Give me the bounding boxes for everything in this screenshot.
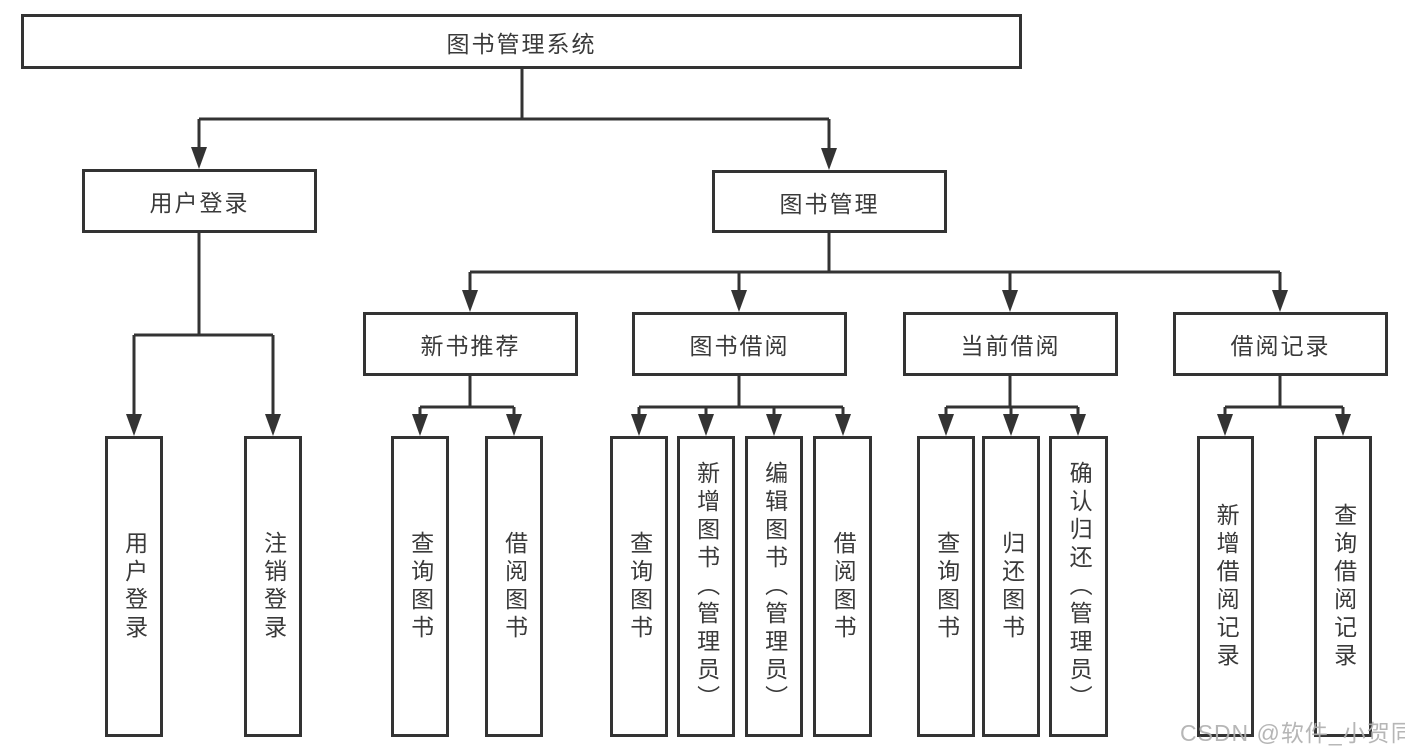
leaf-query-books-borrow: 查询图书 [610, 436, 668, 737]
node-label: 借阅记录 [1230, 333, 1331, 359]
leaf-return-book: 归还图书 [982, 436, 1040, 737]
leaf-confirm-return-admin: 确认归还（管理员） [1049, 436, 1108, 737]
leaf-label: 编辑图书（管理员） [761, 460, 788, 713]
leaf-label: 查询图书 [407, 530, 434, 643]
leaf-borrow-books-recommend: 借阅图书 [485, 436, 543, 737]
leaf-query-books-current: 查询图书 [917, 436, 975, 737]
leaf-label: 查询图书 [626, 530, 653, 643]
node-label: 图书管理系统 [446, 30, 597, 57]
node-user-login: 用户登录 [82, 169, 317, 233]
leaf-label: 确认归还（管理员） [1066, 460, 1093, 713]
node-label: 当前借阅 [960, 333, 1061, 359]
node-library-management-system: 图书管理系统 [21, 14, 1022, 69]
node-label: 图书借阅 [689, 333, 790, 359]
leaf-add-borrow-record: 新增借阅记录 [1197, 436, 1254, 737]
node-label: 用户登录 [149, 190, 250, 216]
leaf-label: 借阅图书 [830, 530, 857, 643]
leaf-label: 查询图书 [933, 530, 960, 643]
node-borrow-records: 借阅记录 [1173, 312, 1388, 376]
leaf-label: 归还图书 [998, 530, 1025, 643]
leaf-label: 查询借阅记录 [1330, 502, 1357, 671]
leaf-edit-book-admin: 编辑图书（管理员） [745, 436, 803, 737]
leaf-user-login: 用户登录 [105, 436, 163, 737]
csdn-watermark: CSDN @软件_小贺同学 [1180, 720, 1405, 746]
leaf-query-borrow-record: 查询借阅记录 [1314, 436, 1372, 737]
node-book-borrow: 图书借阅 [632, 312, 847, 376]
leaf-label: 新增借阅记录 [1213, 502, 1240, 671]
leaf-label: 新增图书（管理员） [693, 460, 720, 713]
node-label: 新书推荐 [420, 333, 521, 359]
leaf-query-books-recommend: 查询图书 [391, 436, 449, 737]
leaf-label: 借阅图书 [501, 530, 528, 643]
node-new-book-recommend: 新书推荐 [363, 312, 578, 376]
leaf-add-book-admin: 新增图书（管理员） [677, 436, 735, 737]
leaf-label: 注销登录 [260, 530, 287, 643]
node-current-borrow: 当前借阅 [903, 312, 1118, 376]
leaf-logout: 注销登录 [244, 436, 302, 737]
node-book-management: 图书管理 [712, 170, 947, 233]
node-label: 图书管理 [779, 190, 880, 217]
leaf-label: 用户登录 [121, 530, 148, 643]
leaf-borrow-books: 借阅图书 [813, 436, 872, 737]
